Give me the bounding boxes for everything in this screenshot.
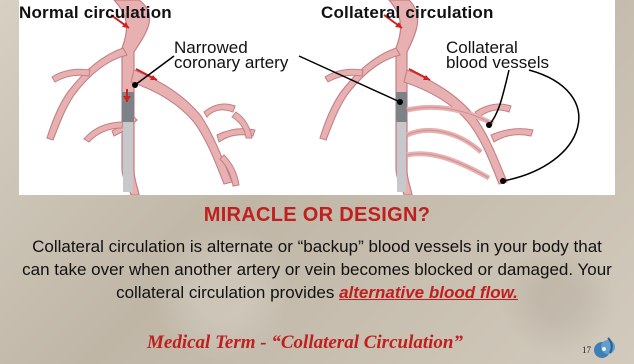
blocked-segment (397, 122, 406, 192)
artery-branch (491, 129, 533, 142)
artery-branch (320, 48, 400, 140)
pointer-dot (500, 178, 506, 184)
artery-branch (404, 70, 507, 184)
artery-branch (204, 104, 235, 117)
body-emphasis: alternative blood flow. (339, 283, 518, 302)
collateral-vessel (407, 130, 481, 152)
callout-line: coronary artery (174, 55, 288, 70)
pointer-line (299, 56, 400, 102)
body-text: Collateral circulation is alternate or “… (22, 237, 612, 302)
slide-heading: MIRACLE OR DESIGN? (0, 204, 634, 227)
header-collateral-circulation: Collateral circulation (321, 3, 494, 23)
collateral-vessel (407, 154, 489, 178)
header-normal-circulation: Normal circulation (19, 3, 172, 23)
circulation-diagram: Normal circulation Collateral circulatio… (19, 0, 615, 195)
callout-collateral-vessels: Collateral blood vessels (446, 40, 549, 70)
blocked-segment (123, 122, 133, 192)
pointer-line (489, 70, 509, 125)
collateral-artery-tree (320, 0, 533, 195)
footer-title: Medical Term - “Collateral Circulation” (147, 332, 463, 354)
body-paragraph: Collateral circulation is alternate or “… (18, 235, 616, 304)
emblem-icon (592, 335, 618, 361)
callout-line: blood vessels (446, 55, 549, 70)
diagram-graphic (19, 0, 615, 195)
stenosis (396, 92, 407, 122)
page-number: 17 (582, 345, 591, 355)
pointer-line (503, 70, 579, 181)
artery-branch (475, 104, 511, 117)
pointer-dot (397, 99, 403, 105)
normal-artery-tree (47, 0, 255, 195)
callout-narrowed-artery: Narrowed coronary artery (174, 40, 288, 70)
artery-branch (131, 70, 232, 184)
pointer-dot (132, 82, 138, 88)
pointer-dot (486, 122, 492, 128)
